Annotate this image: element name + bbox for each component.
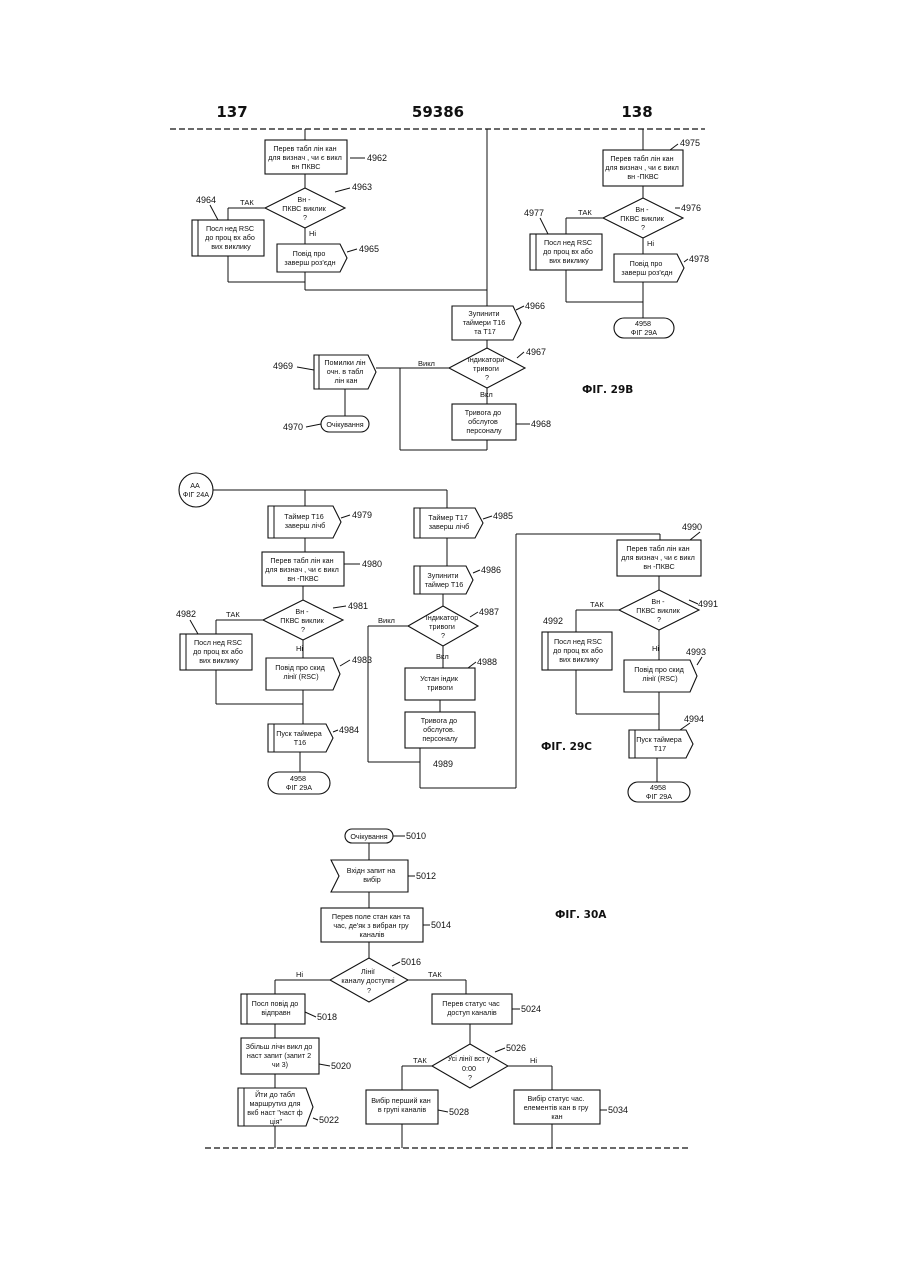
ref-5010: 5010 — [406, 831, 426, 841]
box-4992-text: Посл нед RSC до проц вх або вих виклику — [553, 637, 605, 664]
box-4985-text: Таймер Т17 заверш лічб — [428, 513, 469, 531]
ref-4994: 4994 — [684, 714, 704, 724]
fig30a: Очікування 5010 Вхідн запит на вибір 501… — [205, 829, 690, 1148]
fig29b-right: Перев табл лін кан для визнач , чи є вик… — [524, 129, 709, 338]
ref-4969: 4969 — [273, 361, 293, 371]
left-page-number: 137 — [216, 103, 247, 121]
no-label-5026: Ні — [530, 1056, 537, 1065]
box-5024-text: Перев статус час доступ каналів — [442, 999, 501, 1017]
ref-5020: 5020 — [331, 1061, 351, 1071]
box-4968-text: Тривога до обслугов персоналу — [465, 408, 503, 435]
box-4979-text: Таймер Т16 заверш лічб — [284, 512, 325, 530]
box-4977-text: Посл нед RSC до проц вх або вих виклику — [543, 238, 595, 265]
ref-4966: 4966 — [525, 301, 545, 311]
fig-30a-label: ФІГ. 30А — [555, 909, 607, 921]
box-4989-text: Тривога до обслугов. персоналу — [421, 716, 459, 743]
ref-4962: 4962 — [367, 153, 387, 163]
patent-number: 59386 — [412, 103, 464, 121]
vykl-label-4967: Викл — [418, 359, 435, 368]
ref-4975: 4975 — [680, 138, 700, 148]
ref-5034: 5034 — [608, 1105, 628, 1115]
yes-label-4981: ТАК — [226, 610, 240, 619]
ref-4976: 4976 — [681, 203, 701, 213]
no-label-4981: Ні — [296, 644, 303, 653]
ref-4978: 4978 — [689, 254, 709, 264]
ref-4984: 4984 — [339, 725, 359, 735]
ref-4968: 4968 — [531, 419, 551, 429]
terminal-4970-text: Очікування — [326, 420, 363, 429]
yes-label-5016: ТАК — [428, 970, 442, 979]
ref-5028: 5028 — [449, 1107, 469, 1117]
ref-5016: 5016 — [401, 957, 421, 967]
no-label-4991: Ні — [652, 644, 659, 653]
no-label-5016: Ні — [296, 970, 303, 979]
ref-5014: 5014 — [431, 920, 451, 930]
ref-5026: 5026 — [506, 1043, 526, 1053]
box-5028-text: Вибір перший кан в групі каналів — [371, 1096, 432, 1114]
ref-4991: 4991 — [698, 599, 718, 609]
ref-4982: 4982 — [176, 609, 196, 619]
ref-4983: 4983 — [352, 655, 372, 665]
ref-5012: 5012 — [416, 871, 436, 881]
vkl-label-4967: Вкл — [480, 390, 493, 399]
ref-4970: 4970 — [283, 422, 303, 432]
ref-4979: 4979 — [352, 510, 372, 520]
fig29c: АА ФІГ 24А Таймер Т16 заверш лічб 4979 П… — [176, 473, 718, 802]
ref-4992: 4992 — [543, 616, 563, 626]
box-4982-text: Посл нед RSC до проц вх або вих виклику — [193, 638, 245, 665]
ref-4985: 4985 — [493, 511, 513, 521]
no-label-4963: Ні — [309, 229, 316, 238]
box-4964-text: Посл нед RSC до проц вх або вих виклику — [205, 224, 257, 251]
ref-4967: 4967 — [526, 347, 546, 357]
ref-4965: 4965 — [359, 244, 379, 254]
fig-29c-label: ФІГ. 29С — [541, 741, 592, 753]
ref-4980: 4980 — [362, 559, 382, 569]
fig29b-center: Зупинити таймери Т16 та Т17 4966 Індикат… — [273, 290, 633, 450]
yes-label-4991: ТАК — [590, 600, 604, 609]
ref-5024: 5024 — [521, 1004, 541, 1014]
ref-5018: 5018 — [317, 1012, 337, 1022]
fig29b-left: Перев табл лін кан для визнач , чи є вик… — [192, 129, 487, 290]
fig-29b-label: ФІГ. 29В — [582, 384, 633, 396]
vkl-label-4987: Вкл — [436, 652, 449, 661]
ref-4993: 4993 — [686, 647, 706, 657]
ref-4986: 4986 — [481, 565, 501, 575]
yes-label-4976: ТАК — [578, 208, 592, 217]
no-label-4976: Ні — [647, 239, 654, 248]
ref-4977: 4977 — [524, 208, 544, 218]
ref-5022: 5022 — [319, 1115, 339, 1125]
yes-label-5026: ТАК — [413, 1056, 427, 1065]
ref-4963: 4963 — [352, 182, 372, 192]
ref-4988: 4988 — [477, 657, 497, 667]
ref-4990: 4990 — [682, 522, 702, 532]
box-4986-text: Зупинити таймер Т16 — [425, 571, 464, 589]
ref-4989: 4989 — [433, 759, 453, 769]
ref-4964: 4964 — [196, 195, 216, 205]
ref-4981: 4981 — [348, 601, 368, 611]
vykl-label-4987: Викл — [378, 616, 395, 625]
yes-label-4963: ТАК — [240, 198, 254, 207]
right-page-number: 138 — [621, 103, 652, 121]
terminal-5010-text: Очікування — [350, 832, 387, 841]
ref-4987: 4987 — [479, 607, 499, 617]
